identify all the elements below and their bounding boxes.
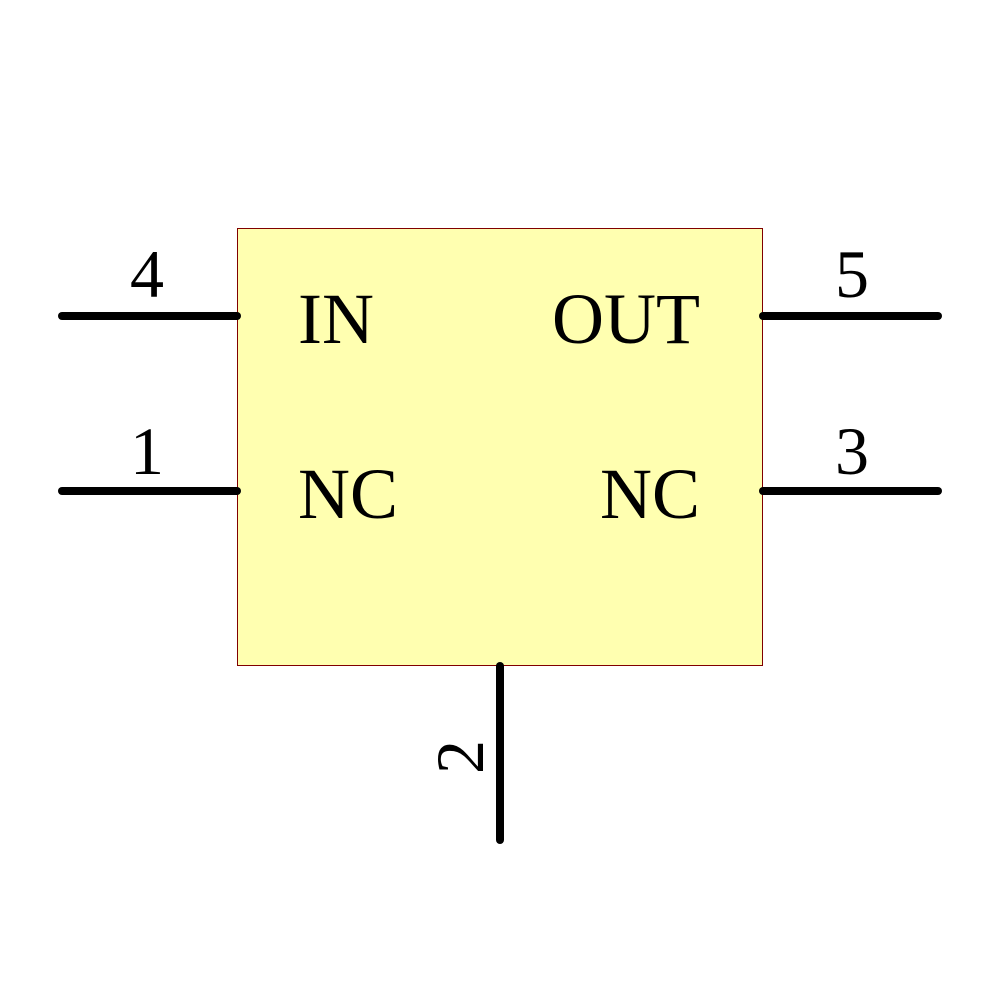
pin-name-nc-right: NC — [600, 454, 700, 534]
pin-number-1: 1 — [130, 413, 164, 489]
pin-name-out: OUT — [552, 279, 700, 359]
component-body[interactable] — [237, 228, 763, 666]
pin-number-3: 3 — [835, 413, 869, 489]
pin-name-in: IN — [298, 279, 374, 359]
pin-number-2: 2 — [422, 740, 498, 774]
pin-number-5: 5 — [835, 236, 869, 312]
pin-number-4: 4 — [130, 236, 164, 312]
pin-name-nc-left: NC — [298, 454, 398, 534]
